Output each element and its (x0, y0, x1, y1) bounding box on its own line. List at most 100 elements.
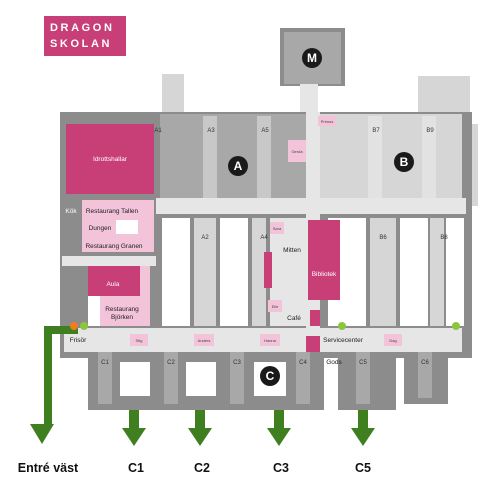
entrance-c2-label: C2 (194, 461, 210, 475)
logo-line-1: DRAGON (50, 22, 115, 34)
b8-room (446, 218, 464, 326)
servicecenter-pink (306, 336, 320, 352)
m-marker-label: M (307, 51, 317, 65)
logo-line-2: SKOLAN (50, 38, 113, 50)
c1-inner (120, 362, 150, 396)
corridor-b8: B8 (440, 235, 448, 241)
c1-entrance-arrow (122, 410, 146, 446)
a-wing-corridor-1 (203, 116, 217, 198)
orange-dot (70, 322, 78, 330)
kok-label: Kök (65, 208, 77, 215)
middle-block (162, 218, 464, 326)
b-wing (320, 114, 462, 198)
west-rooms (62, 124, 156, 326)
a-wing (160, 114, 306, 198)
gerda-sign (288, 140, 306, 162)
corridor-b9: B9 (426, 128, 434, 134)
corridor-a5: A5 (261, 128, 269, 134)
north-right-stub (418, 76, 442, 114)
entrance-arrows (30, 326, 375, 446)
west-white-notch (88, 296, 100, 326)
building-markers: M A B C (228, 48, 414, 386)
a4-strip (252, 218, 266, 326)
b-wing-corridor-1 (368, 116, 382, 198)
primus-label: Primus (321, 119, 333, 124)
corridor-c3: C3 (233, 360, 241, 366)
c-marker-label: C (266, 369, 275, 383)
a-marker (228, 156, 248, 176)
idrottshallar-label: Idrottshallar (93, 156, 128, 163)
room-labels: Idrottshallar Kök Restaurang Tallen Dung… (65, 156, 363, 366)
stig-sign (130, 334, 148, 346)
corridor-c1: C1 (101, 360, 109, 366)
corridor-a2: A2 (201, 235, 209, 241)
primus-sign (318, 116, 336, 126)
sara-sign (270, 222, 284, 234)
a-wing-floor (160, 114, 306, 198)
aula-room (88, 266, 140, 300)
entrance-c1-label: C1 (128, 461, 144, 475)
anders-label: Anders (198, 338, 211, 343)
corridor-c6: C6 (421, 360, 429, 366)
b6-room-2 (400, 218, 428, 326)
west-pink-strip (140, 266, 150, 326)
corridor-b7: B7 (372, 128, 380, 134)
corridor-c2: C2 (167, 360, 175, 366)
restaurang-granen-label: Restaurang Granen (85, 243, 142, 250)
elle-label: Elle (272, 304, 279, 309)
dag-label: Dag (389, 338, 396, 343)
b6-strip (370, 218, 396, 326)
servicecenter-label: Servicecenter (323, 337, 364, 344)
corridor-b6: B6 (379, 235, 387, 241)
a2-room-2 (220, 218, 248, 326)
corridor-a1: A1 (154, 128, 162, 134)
m-connector (300, 84, 318, 114)
c1-corridor (98, 352, 112, 404)
hanna-sign (260, 334, 280, 346)
c2-inner (186, 362, 216, 396)
entrance-c5-label: C5 (355, 461, 371, 475)
bjorken-room (100, 296, 140, 326)
c5-corridor (356, 352, 370, 404)
dungen-inner (116, 220, 138, 234)
kok-room (62, 200, 82, 222)
dag-sign (384, 334, 402, 346)
west-lower-corridor (62, 256, 156, 266)
idrottshallar-room (66, 124, 154, 194)
small-signs (130, 116, 402, 346)
elle-sign (268, 300, 282, 312)
c-wing (88, 352, 448, 410)
sara-label: Sara (273, 226, 282, 231)
b-wing-corridor-2 (422, 116, 436, 198)
aula-label: Aula (106, 281, 119, 288)
cafe-pink-block (310, 310, 320, 326)
m-marker (302, 48, 322, 68)
restaurang-tallen-label: Restaurang Tallen (86, 208, 139, 215)
a-wing-corridor-2 (257, 116, 271, 198)
bibliotek-room (308, 220, 340, 300)
c5-entrance-arrow (351, 410, 375, 446)
b-wing-floor (320, 114, 462, 198)
mitten-pink-bar (264, 252, 272, 288)
cafe-label: Café (287, 315, 301, 322)
green-dot-east (452, 322, 460, 330)
c6-corridor (418, 352, 432, 398)
anders-sign (194, 334, 214, 346)
corridor-c5: C5 (359, 360, 367, 366)
restaurang-bjorken-label-1: Restaurang (105, 306, 139, 313)
corridor-a3: A3 (207, 128, 215, 134)
c3-entrance-arrow (267, 410, 291, 446)
corridor-a4: A4 (260, 235, 268, 241)
bibliotek-label: Bibliotek (312, 271, 337, 278)
entrance-west-label: Entré väst (18, 461, 79, 475)
b-marker (394, 152, 414, 172)
cross-corridor (156, 198, 466, 214)
c3-corridor (230, 352, 244, 404)
frisor-label: Frisör (70, 337, 87, 344)
dragonskolan-logo: DRAGON SKOLAN (44, 16, 126, 56)
corridor-labels: A1 A3 A5 B7 B9 A2 A4 B6 B8 C1 C2 C3 C4 C… (101, 128, 448, 366)
restaurang-bjorken-label-2: Björken (111, 314, 133, 321)
c2-corridor (164, 352, 178, 404)
a2-room-1 (162, 218, 190, 326)
